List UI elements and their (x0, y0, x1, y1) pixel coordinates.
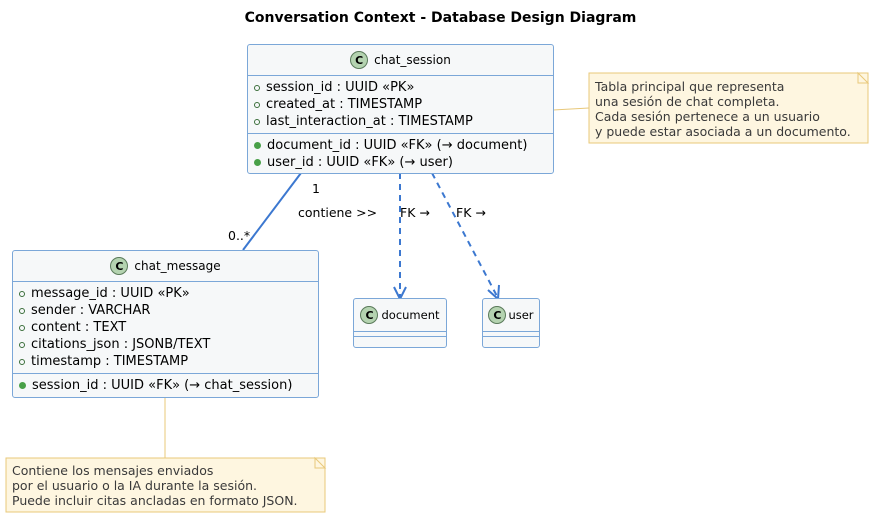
multiplicity-message: 0..* (228, 228, 251, 243)
package-visibility-icon (254, 142, 261, 149)
class-chat-session-fields: session_id : UUID «PK» created_at : TIME… (248, 75, 553, 133)
class-icon: C (110, 257, 129, 275)
field-text: message_id : UUID «PK» (31, 286, 190, 301)
message-note-text: Contiene los mensajes enviados por el us… (12, 463, 298, 508)
fk-text: user_id : UUID «FK» (→ user) (267, 155, 453, 170)
class-document-methods (354, 336, 446, 341)
class-chat-session-name: chat_session (374, 53, 451, 67)
public-visibility-icon (254, 84, 260, 91)
field-row: created_at : TIMESTAMP (254, 96, 547, 113)
field-text: sender : VARCHAR (31, 303, 151, 318)
class-chat-message-header: C chat_message (13, 251, 318, 281)
class-user-methods (483, 336, 539, 341)
multiplicity-session: 1 (312, 181, 320, 196)
session-note-shape (588, 72, 869, 144)
relation-label-contiene: contiene >> (298, 205, 378, 220)
field-text: content : TEXT (31, 320, 127, 335)
arrowhead-user (487, 284, 500, 302)
package-visibility-icon (254, 159, 261, 166)
public-visibility-icon (19, 358, 25, 365)
field-row: timestamp : TIMESTAMP (19, 353, 312, 370)
field-row: sender : VARCHAR (19, 302, 312, 319)
edge-session-message (242, 172, 302, 251)
fk-row: document_id : UUID «FK» (→ document) (254, 137, 547, 154)
field-row: session_id : UUID «PK» (254, 79, 547, 96)
class-user[interactable]: C user (482, 298, 540, 348)
class-document[interactable]: C document (353, 298, 447, 348)
class-user-fields (483, 331, 539, 336)
public-visibility-icon (254, 118, 260, 125)
session-note-connector (552, 107, 590, 111)
fk-row: session_id : UUID «FK» (→ chat_session) (19, 377, 312, 394)
public-visibility-icon (19, 324, 25, 331)
diagram-title: Conversation Context - Database Design D… (244, 10, 637, 26)
message-note-shape (5, 457, 326, 513)
class-chat-message-fields: message_id : UUID «PK» sender : VARCHAR … (13, 281, 318, 373)
fk-text: session_id : UUID «FK» (→ chat_session) (32, 378, 293, 393)
field-row: citations_json : JSONB/TEXT (19, 336, 312, 353)
fk-row: user_id : UUID «FK» (→ user) (254, 154, 547, 171)
class-document-fields (354, 331, 446, 336)
field-text: created_at : TIMESTAMP (266, 97, 423, 112)
field-row: content : TEXT (19, 319, 312, 336)
class-chat-message-name: chat_message (134, 259, 221, 273)
class-chat-session-fks: document_id : UUID «FK» (→ document) use… (248, 133, 553, 174)
class-chat-message[interactable]: C chat_message message_id : UUID «PK» se… (12, 250, 319, 398)
edge-session-user (431, 172, 499, 299)
field-row: message_id : UUID «PK» (19, 285, 312, 302)
public-visibility-icon (19, 307, 25, 314)
field-text: session_id : UUID «PK» (266, 80, 415, 95)
field-text: citations_json : JSONB/TEXT (31, 337, 211, 352)
field-text: last_interaction_at : TIMESTAMP (266, 114, 473, 129)
class-icon: C (350, 51, 369, 69)
class-chat-session-header: C chat_session (248, 45, 553, 75)
class-document-name: document (381, 308, 440, 322)
package-visibility-icon (19, 382, 26, 389)
class-chat-session[interactable]: C chat_session session_id : UUID «PK» cr… (247, 44, 554, 174)
class-document-header: C document (354, 299, 446, 331)
class-chat-message-fks: session_id : UUID «FK» (→ chat_session) (13, 373, 318, 397)
relation-label-user-fk: FK → (456, 205, 486, 220)
field-row: last_interaction_at : TIMESTAMP (254, 113, 547, 130)
relation-label-document-fk: FK → (400, 205, 430, 220)
fk-text: document_id : UUID «FK» (→ document) (267, 138, 528, 153)
field-text: timestamp : TIMESTAMP (31, 354, 189, 369)
public-visibility-icon (19, 290, 25, 297)
class-user-header: C user (483, 299, 539, 331)
class-icon: C (360, 306, 379, 324)
public-visibility-icon (19, 341, 25, 348)
class-icon: C (488, 306, 507, 324)
class-user-name: user (508, 308, 534, 322)
session-note-text: Tabla principal que representa una sesió… (595, 79, 851, 139)
public-visibility-icon (254, 101, 260, 108)
